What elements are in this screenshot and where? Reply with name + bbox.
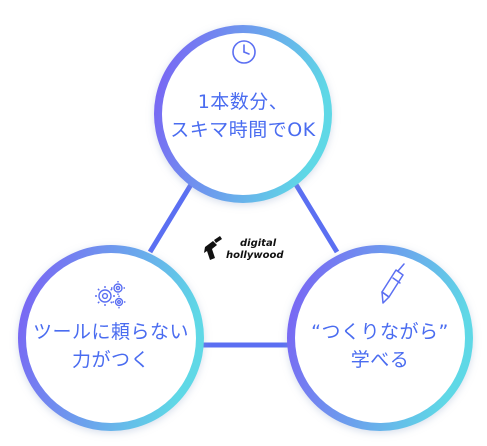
gears-icon [95, 281, 126, 309]
circle-left-label: ツールに頼らない 力がつく [18, 318, 204, 374]
logo-mark [204, 236, 222, 260]
circle-left-line-1: ツールに頼らない [32, 321, 189, 343]
circle-right-line-1: “つくりながら” [311, 321, 449, 343]
circle-top-label: 1本数分、 スキマ時間でOK [163, 88, 323, 144]
logo-line-hollywood: hollywood [226, 250, 284, 261]
circle-top-line-2: スキマ時間でOK [170, 119, 316, 141]
connector-top-left [147, 176, 198, 254]
clock-icon [232, 40, 256, 64]
circle-right [287, 245, 473, 431]
circle-left [18, 245, 204, 431]
circle-right-line-2: 学べる [350, 349, 410, 371]
connector-top-right [289, 176, 340, 254]
circle-top [154, 25, 332, 203]
logo-text: digital hollywood [226, 238, 284, 262]
circle-left-line-2: 力がつく [71, 349, 150, 371]
circle-right-label: “つくりながら” 学べる [293, 318, 467, 374]
circle-top-line-1: 1本数分、 [197, 91, 289, 113]
pen-icon [381, 263, 405, 304]
logo-line-digital: digital [240, 238, 277, 249]
